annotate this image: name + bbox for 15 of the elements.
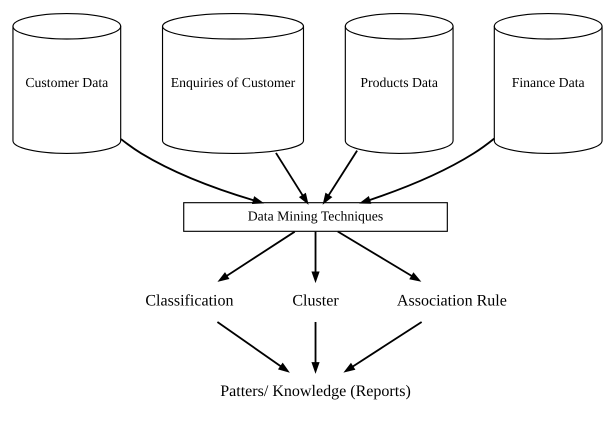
arrow [275,152,309,205]
arrow [322,150,358,205]
arrow [217,230,296,282]
arrow [120,138,264,204]
arrow [358,138,495,204]
arrow [337,230,422,282]
arrow [216,321,290,373]
node-text: Association Rule [396,292,507,310]
node-box: Data Mining Techniques [183,202,448,232]
node-text: Classification [145,292,234,310]
arrow [311,322,320,374]
node-text: Patters/ Knowledge (Reports) [220,383,411,400]
node-text: Cluster [292,292,339,310]
arrow [343,321,422,373]
arrow [311,232,320,284]
